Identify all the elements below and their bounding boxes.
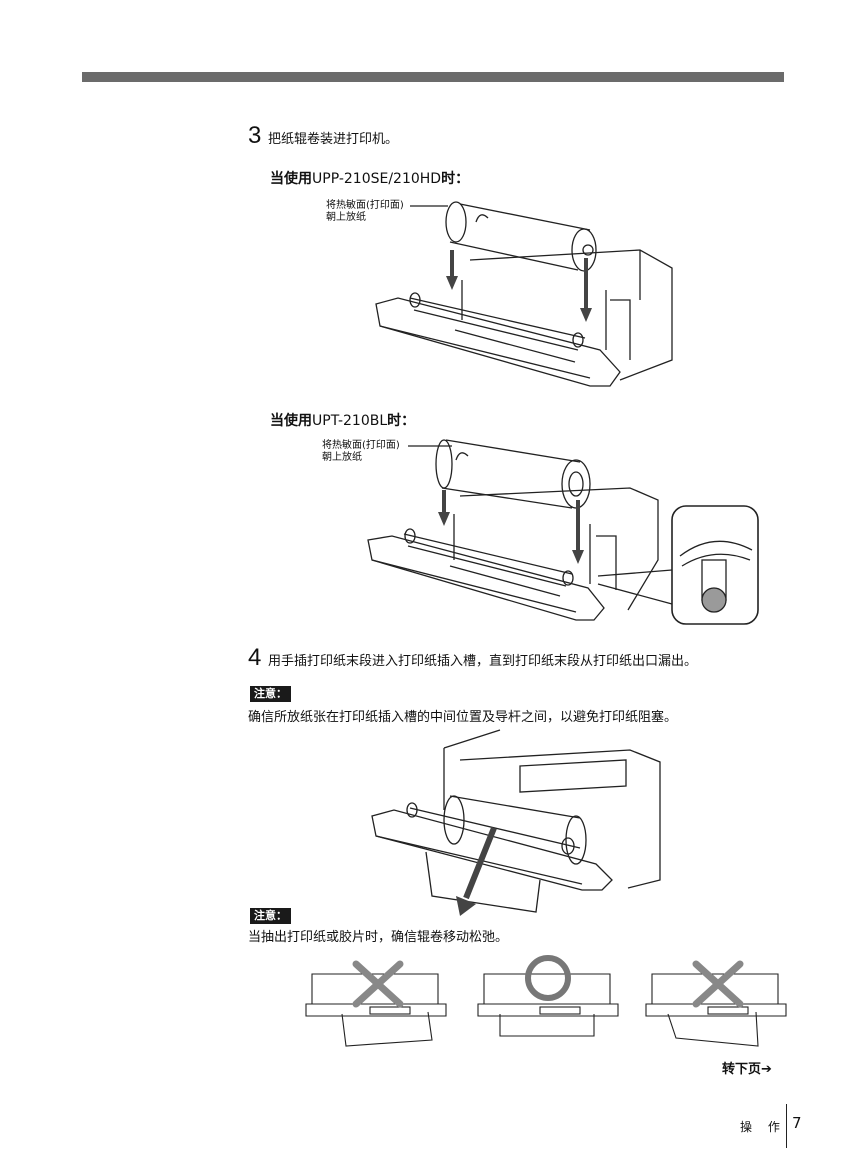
callout-upp-line2: 朝上放纸: [326, 212, 366, 223]
callout-upp-line1: 将热敏面(打印面): [326, 200, 404, 211]
case-upp-heading: 当使用UPP-210SE/210HD时：: [270, 170, 469, 188]
page-number: 7: [792, 1114, 802, 1132]
case-upp-model: UPP-210SE/210HD: [312, 171, 442, 187]
case-upt-heading: 当使用UPT-210BL时：: [270, 412, 415, 430]
callout-upt-line2: 朝上放纸: [322, 452, 362, 463]
case-upt-suffix: 时：: [387, 413, 416, 429]
note-2-badge: 注意：: [250, 908, 291, 924]
step-3-number: 3: [248, 122, 262, 149]
case-upp-suffix: 时：: [441, 171, 470, 187]
note-1-text: 确信所放纸张在打印纸插入槽的中间位置及导杆之间，以避免打印纸阻塞。: [248, 710, 678, 725]
footer-divider: [786, 1104, 787, 1148]
case-upt-model: UPT-210BL: [312, 413, 388, 429]
note-2-text: 当抽出打印纸或胶片时，确信辊卷移动松弛。: [248, 930, 509, 945]
circle-mark-ok: [525, 955, 571, 1001]
arrow-right-icon: ➔: [761, 1062, 772, 1077]
example-correct-middle: [477, 973, 619, 1037]
step-4-number: 4: [248, 644, 262, 671]
header-bar: [82, 72, 784, 82]
next-page-indicator: 转下页➔: [722, 1058, 772, 1077]
case-upt-prefix: 当使用: [270, 413, 312, 429]
callout-upt-line1: 将热敏面(打印面): [322, 440, 400, 451]
case-upp-prefix: 当使用: [270, 171, 312, 187]
note-1-badge: 注意：: [250, 686, 291, 702]
next-page-text: 转下页: [722, 1062, 762, 1077]
footer-section-title: 操 作: [740, 1120, 786, 1134]
step-4-text: 用手插打印纸末段进入打印纸插入槽，直到打印纸末段从打印纸出口漏出。: [268, 654, 698, 669]
step-3-text: 把纸辊卷装进打印机。: [268, 132, 399, 147]
callout-upt: 将热敏面(打印面) 朝上放纸: [322, 440, 400, 464]
callout-upp: 将热敏面(打印面) 朝上放纸: [326, 200, 404, 224]
